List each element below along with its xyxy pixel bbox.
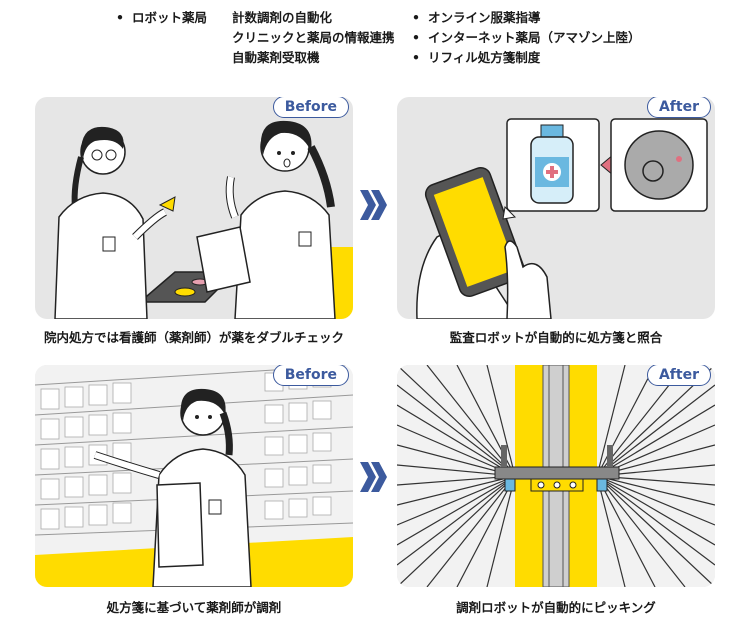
bullet-item: クリニックと薬局の情報連携 bbox=[232, 30, 395, 45]
bullet-item: リフィル処方箋制度 bbox=[428, 50, 541, 65]
panel-before-dispensing: Before bbox=[35, 365, 353, 587]
bullet-item: 自動薬剤受取機 bbox=[232, 50, 320, 65]
bullet-item: オンライン服薬指導 bbox=[428, 10, 541, 25]
bullet-row: • リフィル処方箋制度 bbox=[412, 48, 641, 68]
top-left-bullets: • ロボット薬局 計数調剤の自動化 クリニックと薬局の情報連携 自動薬剤受取機 bbox=[116, 8, 395, 68]
panel-before-double-check: Before bbox=[35, 97, 353, 319]
before-badge: Before bbox=[272, 365, 349, 386]
bullet-dot: • bbox=[412, 50, 420, 65]
after-badge: After bbox=[646, 365, 711, 386]
panel-caption: 処方箋に基づいて薬剤師が調剤 bbox=[106, 600, 282, 615]
picking-robot-illustration bbox=[397, 365, 715, 587]
panel-caption: 監査ロボットが自動的に処方箋と照合 bbox=[449, 330, 663, 345]
bullet-row: 自動薬剤受取機 bbox=[116, 48, 395, 68]
bullet-dot: • bbox=[412, 10, 420, 25]
bullet-dot: • bbox=[116, 10, 124, 25]
bullet-item: インターネット薬局（アマゾン上陸） bbox=[428, 30, 641, 45]
bullet-row: クリニックと薬局の情報連携 bbox=[116, 28, 395, 48]
double-chevron-icon bbox=[360, 462, 388, 492]
nurses-illustration bbox=[54, 120, 353, 319]
pharmacist-illustration bbox=[35, 365, 353, 587]
bullet-label: ロボット薬局 bbox=[132, 10, 208, 25]
panel-caption: 院内処方では看護師（薬剤師）が薬をダブルチェック bbox=[43, 330, 344, 345]
bullet-row: • インターネット薬局（アマゾン上陸） bbox=[412, 28, 641, 48]
bullet-dot: • bbox=[412, 30, 420, 45]
audit-robot-illustration bbox=[416, 118, 708, 319]
before-badge: Before bbox=[272, 97, 349, 118]
panel-after-audit-robot: After bbox=[397, 97, 715, 319]
panel-caption: 調剤ロボットが自動的にピッキング bbox=[456, 600, 656, 615]
double-chevron-icon bbox=[360, 190, 388, 220]
after-badge: After bbox=[646, 97, 711, 118]
bullet-row: • ロボット薬局 計数調剤の自動化 bbox=[116, 8, 395, 28]
bullet-item: 計数調剤の自動化 bbox=[232, 10, 333, 25]
top-right-bullets: • オンライン服薬指導 • インターネット薬局（アマゾン上陸） • リフィル処方箋制度 bbox=[412, 8, 641, 68]
panel-after-picking-robot: After bbox=[397, 365, 715, 587]
bullet-row: • オンライン服薬指導 bbox=[412, 8, 641, 28]
